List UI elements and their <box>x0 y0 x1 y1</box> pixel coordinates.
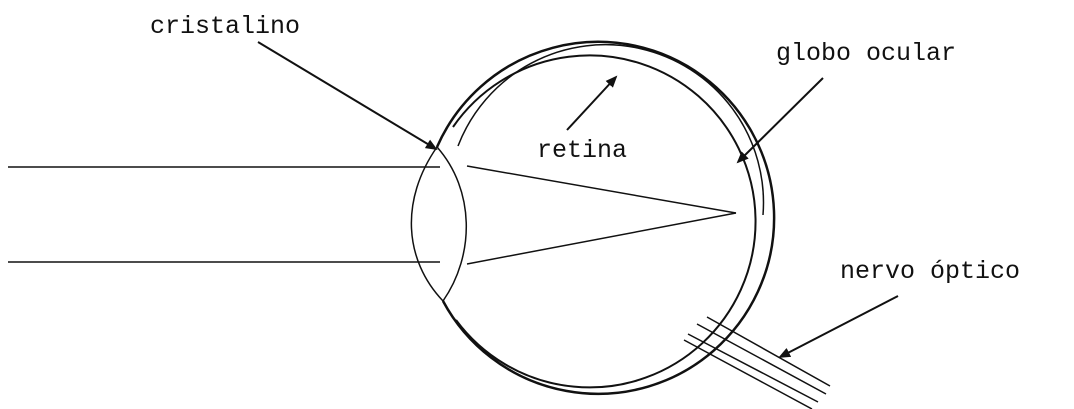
pointer-arrows <box>257 41 899 358</box>
arrow-globo-ocular <box>736 77 824 164</box>
label-globo-ocular: globo ocular <box>776 39 956 68</box>
arrow-nervo-optico <box>778 295 899 358</box>
eyeball-inner-wall <box>452 54 757 389</box>
label-retina: retina <box>537 136 627 165</box>
arrow-retina <box>566 75 618 131</box>
eyeball-outer-wall <box>435 40 776 396</box>
optic-nerve-strand-4 <box>683 339 813 409</box>
arrow-cristalino <box>257 41 438 151</box>
optic-nerve-strand-3 <box>687 333 819 403</box>
refracted-rays <box>466 165 737 265</box>
lens-outline <box>410 145 467 303</box>
incoming-rays <box>8 166 440 263</box>
lower-refracted-ray <box>466 212 737 265</box>
upper-refracted-ray <box>466 165 737 214</box>
eyeball <box>435 40 776 396</box>
label-cristalino: cristalino <box>150 12 300 41</box>
optic-nerve-strand-1 <box>706 316 831 387</box>
optic-nerve-strand-2 <box>696 323 827 395</box>
crystalline-lens <box>410 145 467 303</box>
optic-nerve <box>683 316 831 409</box>
label-nervo-optico: nervo óptico <box>840 257 1020 286</box>
